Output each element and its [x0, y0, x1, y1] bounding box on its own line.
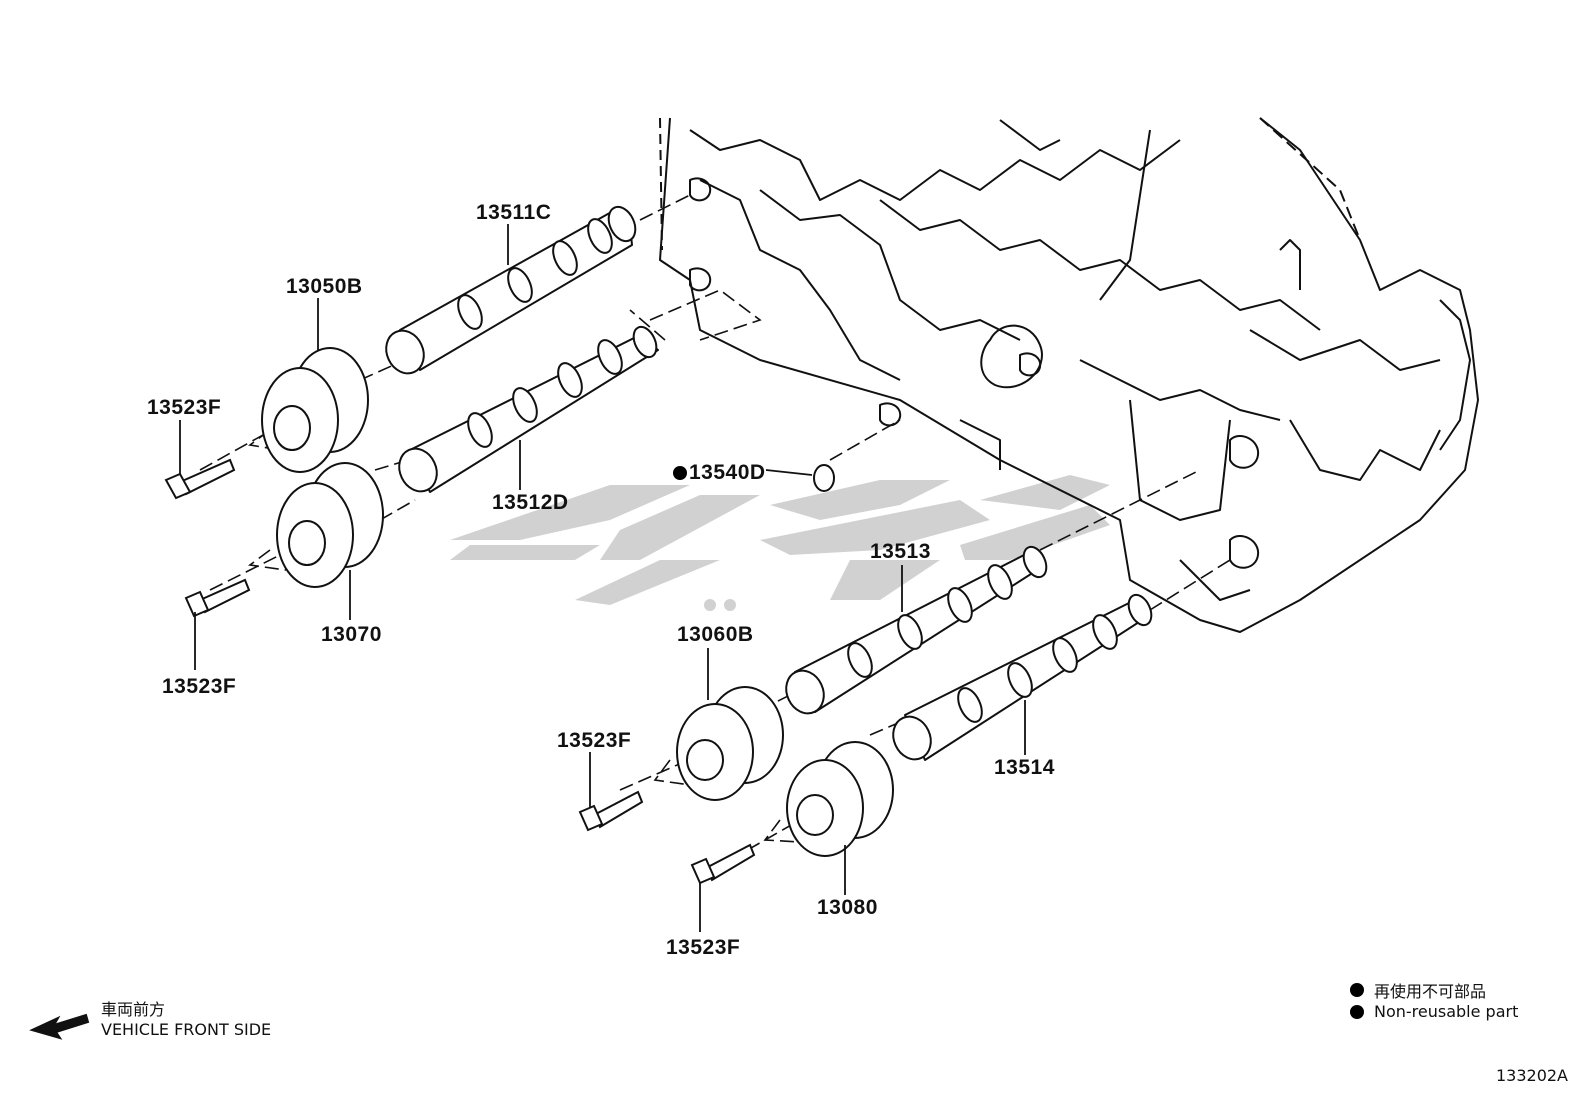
part-label-13070: 13070 [321, 623, 382, 646]
legend-en: Non-reusable part [1350, 1002, 1518, 1021]
bolts [164, 458, 756, 885]
camshaft-13514 [892, 593, 1153, 761]
seal-ring-13540D [813, 464, 835, 492]
sprocket-13070 [276, 462, 384, 588]
part-label-13523F-c: 13523F [557, 729, 632, 752]
part-label-13513: 13513 [870, 540, 931, 563]
part-label-13060B: 13060B [677, 623, 754, 646]
sprocket-13060B [676, 686, 784, 801]
camshafts [385, 205, 1153, 761]
sprocket-13080 [786, 741, 894, 857]
part-label-13080: 13080 [817, 896, 878, 919]
legend-dot-icon [1350, 983, 1364, 997]
legend-jp-text: 再使用不可部品 [1374, 982, 1487, 1001]
non-reusable-dot-icon [673, 466, 687, 481]
part-label-13511C: 13511C [476, 201, 552, 224]
bolt-13523F-b [184, 578, 251, 618]
part-label-13512D: 13512D [492, 491, 569, 514]
sprockets [261, 347, 894, 857]
part-label-13540D: 13540D [673, 462, 766, 483]
legend-dot-icon [1350, 1004, 1364, 1019]
bolt-13523F-a [164, 458, 236, 500]
watermark-logo [450, 475, 1110, 611]
cylinder-head-block [659, 117, 1479, 633]
figure-code: 133202A [1495, 1066, 1568, 1085]
bolt-13523F-c [578, 790, 644, 832]
legend-jp: 再使用不可部品 [1350, 978, 1486, 1002]
part-label-13050B: 13050B [286, 275, 363, 298]
camshaft-13513 [785, 545, 1048, 715]
part-label-13523F-a: 13523F [147, 396, 222, 419]
front-arrow [29, 1013, 90, 1040]
part-label-13523F-b: 13523F [162, 675, 237, 698]
leader-lines [179, 224, 1026, 932]
camshaft-13512D [398, 325, 659, 493]
part-label-13523F-d: 13523F [666, 936, 741, 959]
front-label-jp: 車両前方 [101, 1000, 166, 1019]
legend-en-text: Non-reusable part [1374, 1002, 1519, 1021]
front-label-en: VEHICLE FRONT SIDE [101, 1020, 272, 1039]
bolt-13523F-d [690, 843, 756, 885]
camshaft-13511C [385, 205, 637, 375]
sprocket-13050B [261, 347, 369, 473]
part-label-13514: 13514 [994, 756, 1055, 779]
part-number-text: 13540D [689, 461, 766, 484]
